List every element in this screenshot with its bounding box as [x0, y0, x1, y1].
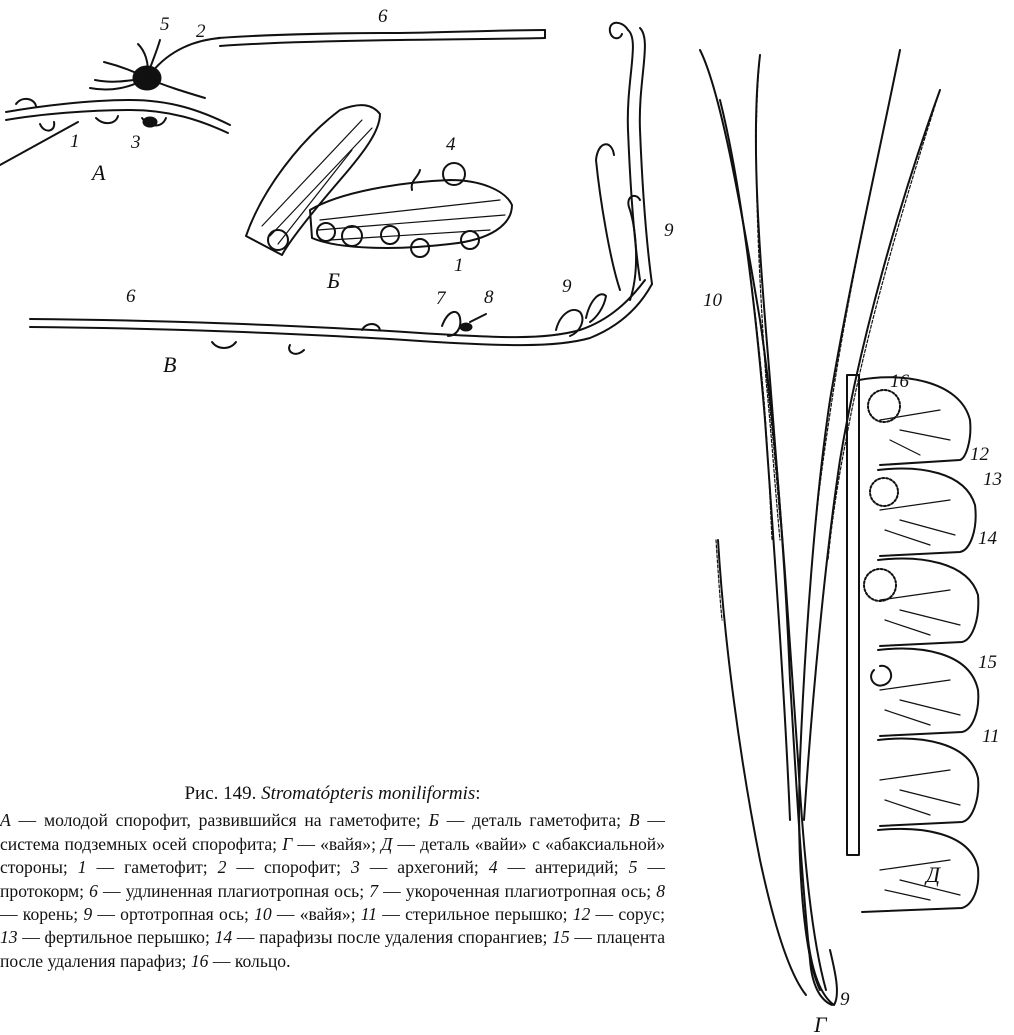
legend-entry: 16 — кольцо. — [191, 951, 291, 971]
legend-key: 14 — [215, 927, 233, 947]
legend-key: Д — [381, 834, 392, 854]
legend-entry: Г — «вайя»; — [282, 834, 381, 854]
legend-key: 3 — [351, 857, 360, 877]
elongated-axis-top — [218, 30, 545, 46]
label-11: 11 — [982, 726, 1000, 747]
legend-entry: 3 — архегоний; — [351, 857, 489, 877]
caption-prefix: Рис. 149. — [184, 783, 261, 804]
legend-text: — молодой спорофит, развившийся на гамет… — [11, 810, 429, 830]
legend-key: 13 — [0, 927, 18, 947]
panel-b-drawing — [246, 105, 512, 257]
label-6-bottom: 6 — [126, 286, 136, 307]
label-1-a: 1 — [70, 131, 80, 152]
legend-entry: 2 — спорофит; — [218, 857, 351, 877]
legend-text: — архегоний; — [360, 857, 489, 877]
label-2: 2 — [196, 21, 206, 42]
label-1-b: 1 — [454, 255, 464, 276]
panel-label-a: А — [90, 160, 106, 185]
label-13: 13 — [983, 469, 1002, 490]
legend-entry: Б — деталь гаметофита; — [429, 810, 629, 830]
legend-entry: 13 — фертильное перышко; — [0, 927, 215, 947]
legend-key: 4 — [489, 857, 498, 877]
legend-key: Г — [282, 834, 292, 854]
panel-d-drawing — [847, 375, 978, 912]
caption-suffix: : — [475, 783, 480, 804]
legend-text: — гаметофит; — [87, 857, 218, 877]
legend-entry: 14 — парафизы после удаления спорангиев; — [215, 927, 553, 947]
label-10: 10 — [703, 290, 723, 311]
label-6-top: 6 — [378, 6, 388, 27]
legend-key: 11 — [361, 904, 377, 924]
legend-key: Б — [429, 810, 439, 830]
legend-text: — удлиненная плагиотропная ось; — [98, 881, 369, 901]
legend-text: — фертильное перышко; — [18, 927, 215, 947]
legend-key: 8 — [656, 881, 665, 901]
label-12: 12 — [970, 444, 990, 465]
legend-entry: 12 — сорус; — [573, 904, 665, 924]
legend-key: 16 — [191, 951, 209, 971]
legend-text: — «вайя»; — [292, 834, 381, 854]
legend-key: А — [0, 810, 11, 830]
legend-key: 9 — [83, 904, 92, 924]
panel-g-drawing — [700, 50, 940, 1005]
label-8: 8 — [484, 287, 494, 308]
legend-text: — сорус; — [590, 904, 665, 924]
label-4: 4 — [446, 134, 456, 155]
legend-text: — кольцо. — [208, 951, 290, 971]
legend-entry: А — молодой спорофит, развившийся на гам… — [0, 810, 429, 830]
legend-entry: 6 — удлиненная плагиотропная ось; — [89, 881, 369, 901]
label-3: 3 — [130, 132, 141, 153]
legend-text: — стерильное перышко; — [377, 904, 573, 924]
legend-text: — спорофит; — [226, 857, 351, 877]
legend-key: 10 — [254, 904, 272, 924]
panel-label-v: В — [163, 352, 176, 377]
legend-text: — «вайя»; — [272, 904, 361, 924]
legend-text: — ортотропная ось; — [92, 904, 254, 924]
legend-text: — укороченная плагиотропная ось; — [378, 881, 656, 901]
label-9-bottom: 9 — [840, 989, 850, 1010]
label-14: 14 — [978, 528, 998, 549]
legend-entry: 9 — ортотропная ось; — [83, 904, 254, 924]
legend-key: 6 — [89, 881, 98, 901]
legend-key: 7 — [369, 881, 378, 901]
legend-entry: 10 — «вайя»; — [254, 904, 361, 924]
figure-caption: Рис. 149. Stromatópteris moniliformis: А… — [0, 782, 665, 973]
panel-v-drawing — [30, 23, 652, 354]
label-15: 15 — [978, 652, 997, 673]
label-9-left: 9 — [562, 276, 572, 297]
legend-text: — антеридий; — [498, 857, 629, 877]
panel-label-g: Г — [813, 1012, 828, 1035]
legend-key: 15 — [552, 927, 570, 947]
panel-label-d: Д — [924, 862, 941, 887]
legend-entry: 7 — укороченная плагиотропная ось; — [369, 881, 656, 901]
legend-text: — корень; — [0, 904, 83, 924]
panel-label-b: Б — [326, 268, 340, 293]
label-7: 7 — [436, 288, 447, 309]
label-9-right: 9 — [664, 220, 674, 241]
legend-key: 12 — [573, 904, 591, 924]
panel-a-drawing — [0, 38, 230, 165]
label-16: 16 — [890, 371, 910, 392]
label-5: 5 — [160, 14, 170, 35]
legend-text: — парафизы после удаления спорангиев; — [232, 927, 552, 947]
legend-key: 1 — [78, 857, 87, 877]
caption-title: Рис. 149. Stromatópteris moniliformis: — [0, 782, 665, 805]
legend-entry: 1 — гаметофит; — [78, 857, 218, 877]
caption-species: Stromatópteris moniliformis — [261, 783, 475, 804]
legend-text: — деталь гаметофита; — [439, 810, 629, 830]
caption-legend: А — молодой спорофит, развившийся на гам… — [0, 809, 665, 973]
legend-key: В — [629, 810, 640, 830]
legend-entry: 4 — антеридий; — [489, 857, 629, 877]
legend-entry: 11 — стерильное перышко; — [361, 904, 573, 924]
